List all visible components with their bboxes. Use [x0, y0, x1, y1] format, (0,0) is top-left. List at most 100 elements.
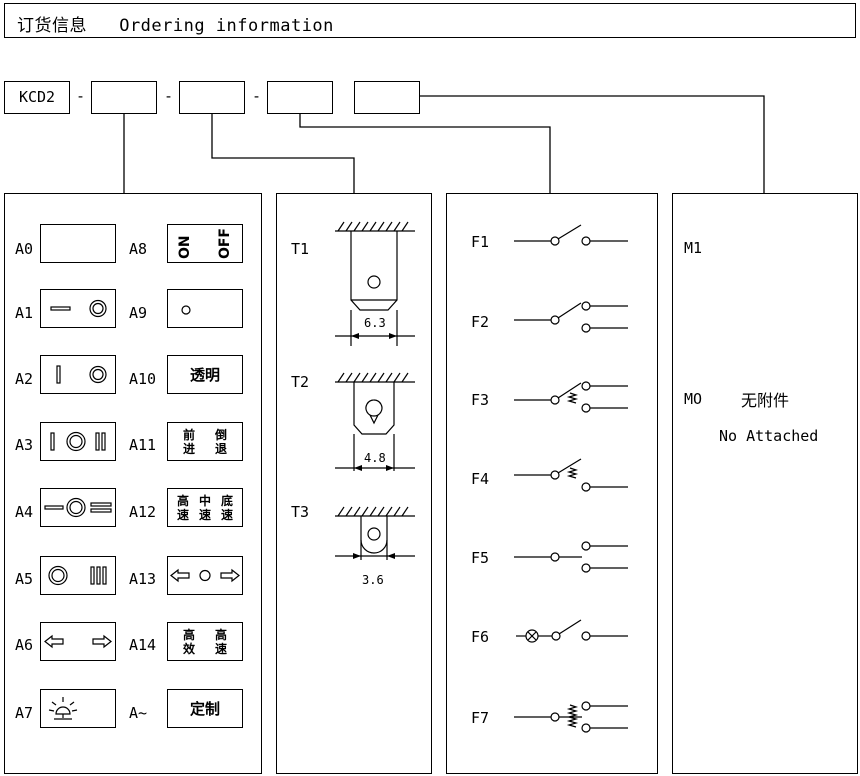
option-label: F1 — [471, 233, 490, 251]
code-slot-a — [91, 81, 157, 114]
a1-button — [40, 289, 116, 328]
option-label: A11 — [129, 436, 157, 454]
char: 高 — [182, 627, 195, 642]
char: 速 — [198, 507, 211, 522]
option-label: A9 — [129, 304, 148, 322]
no-accessory-en: No Attached — [719, 427, 819, 445]
a13-button — [167, 556, 243, 595]
title-bar: 订货信息 Ordering information — [4, 3, 856, 38]
transparent-text: 透明 — [189, 366, 220, 384]
char: 中 — [198, 493, 211, 508]
char: 进 — [182, 441, 195, 456]
option-label: F3 — [471, 391, 490, 409]
forward-reverse-text: 前 倒 进 退 — [173, 428, 237, 456]
custom-text: 定制 — [189, 700, 220, 718]
speed-text: 高 中 底 速 速 速 — [172, 494, 238, 522]
a4-button — [40, 488, 116, 527]
code-prefix-box: KCD2 — [4, 81, 70, 114]
a10-button: 透明 — [167, 355, 243, 394]
t2-dimension: 4.8 — [364, 451, 386, 465]
char: 高 — [176, 493, 189, 508]
a3-button — [40, 422, 116, 461]
option-label: T1 — [291, 240, 310, 258]
option-label: A6 — [15, 636, 34, 654]
code-slot-t — [179, 81, 245, 114]
f2-double-switch-symbol — [514, 301, 628, 333]
a7-button — [40, 689, 116, 728]
panel-actuator — [4, 193, 262, 774]
option-label: A13 — [129, 570, 157, 588]
option-label: A8 — [129, 240, 148, 258]
small-circle-icon — [181, 305, 191, 315]
a11-button: 前 倒 进 退 — [167, 422, 243, 461]
f6-lamp-switch-symbol — [516, 619, 628, 643]
char: 倒 — [214, 427, 227, 442]
bar-circle-icon — [56, 365, 107, 384]
a5-button — [40, 556, 116, 595]
a12-button: 高 中 底 速 速 速 — [167, 488, 243, 527]
arrows-circle-icon — [170, 568, 240, 583]
option-label: F5 — [471, 549, 490, 567]
no-accessory-cn: 无附件 — [741, 391, 790, 410]
option-label: F6 — [471, 628, 490, 646]
bar-circle-bars-icon — [50, 431, 106, 452]
code-separator: - — [76, 87, 86, 105]
circle-three-bars-icon — [48, 565, 107, 586]
a2-button — [40, 355, 116, 394]
f5-three-position-switch-symbol — [514, 541, 628, 573]
code-separator: - — [252, 87, 262, 105]
code-slot-f — [267, 81, 333, 114]
terminal-t3-drawing — [335, 506, 415, 560]
option-label: A3 — [15, 436, 34, 454]
t3-dimension: 3.6 — [362, 573, 384, 587]
code-prefix: KCD2 — [18, 88, 56, 106]
char: 效 — [182, 641, 195, 656]
char: 底 — [220, 493, 233, 508]
a9-button — [167, 289, 243, 328]
option-label: MO — [684, 390, 703, 408]
lamp-icon — [48, 697, 78, 720]
a14-button: 高 高 效 速 — [167, 622, 243, 661]
option-label: A4 — [15, 503, 34, 521]
code-separator: - — [164, 87, 174, 105]
char: 速 — [176, 507, 189, 522]
panel-function — [446, 193, 658, 774]
a8-button: ON OFF — [167, 224, 243, 263]
char: 速 — [220, 507, 233, 522]
line-circle-lines-icon — [44, 497, 112, 518]
code-slot-m — [354, 81, 420, 114]
option-label: A14 — [129, 636, 157, 654]
high-efficiency-speed-text: 高 高 效 速 — [173, 628, 237, 656]
panel-terminal — [276, 193, 432, 774]
option-label: M1 — [684, 239, 703, 257]
arrows-left-right-icon — [44, 634, 112, 649]
char: 退 — [214, 441, 227, 456]
panel-accessory — [672, 193, 858, 774]
f7-spring-three-position-switch-symbol — [514, 701, 628, 733]
on-text: ON — [177, 235, 193, 260]
char: 高 — [214, 627, 227, 642]
option-label: A~ — [129, 704, 148, 722]
option-label: T2 — [291, 373, 310, 391]
option-label: A0 — [15, 240, 34, 258]
terminal-t1-drawing — [335, 221, 415, 346]
f3-spring-double-switch-symbol — [514, 381, 628, 413]
option-label: A5 — [15, 570, 34, 588]
page-title: 订货信息 Ordering information — [17, 16, 334, 36]
option-label: A1 — [15, 304, 34, 322]
a-custom-button: 定制 — [167, 689, 243, 728]
char: 前 — [182, 427, 195, 442]
terminal-t2-drawing — [335, 372, 415, 471]
option-label: F2 — [471, 313, 490, 331]
f4-spring-switch-symbol — [514, 458, 628, 492]
option-label: A2 — [15, 370, 34, 388]
a0-blank-button — [40, 224, 116, 263]
option-label: F4 — [471, 470, 490, 488]
option-label: T3 — [291, 503, 310, 521]
option-label: A12 — [129, 503, 157, 521]
f1-single-switch-symbol — [514, 224, 628, 246]
a6-button — [40, 622, 116, 661]
option-label: A10 — [129, 370, 157, 388]
option-label: F7 — [471, 709, 490, 727]
